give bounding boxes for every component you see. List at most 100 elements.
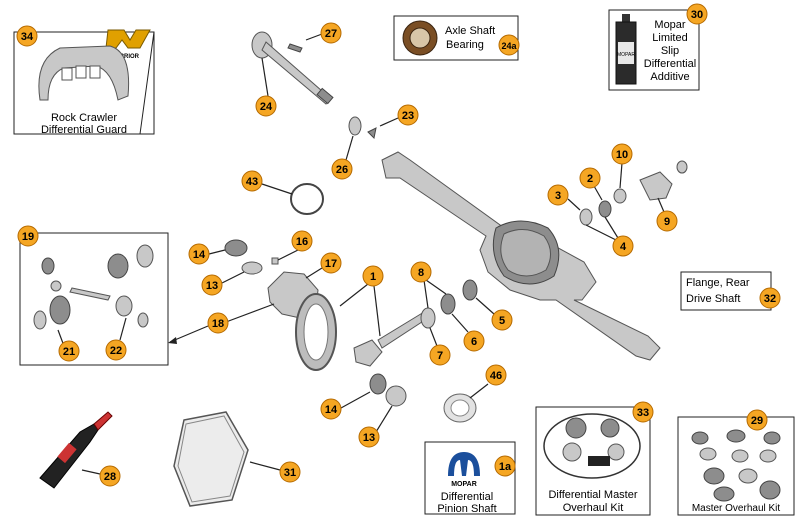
flange-rear-label: Flange, Rear	[686, 277, 750, 289]
svg-text:46: 46	[490, 370, 502, 382]
sealant-tube[interactable]: 28	[39, 411, 121, 489]
svg-text:5: 5	[499, 315, 505, 327]
overhaul-kit-parts	[543, 413, 641, 479]
svg-text:24: 24	[260, 101, 273, 113]
callout-3	[547, 184, 569, 206]
svg-text:WARRIOR: WARRIOR	[110, 54, 140, 60]
svg-text:17: 17	[325, 258, 337, 270]
flange-rear-driveshaft-box[interactable]: Flange, Rear Drive Shaft 32	[680, 271, 781, 311]
callout-29	[746, 409, 768, 431]
drive-shaft-label: Drive Shaft	[686, 293, 740, 305]
svg-text:34: 34	[21, 31, 34, 43]
carrier-bearing-group[interactable]: 14 13 16	[188, 230, 313, 296]
callout-33	[632, 401, 654, 423]
svg-text:29: 29	[751, 415, 763, 427]
callout-4	[612, 235, 634, 257]
svg-text:10: 10	[616, 149, 628, 161]
svg-text:43: 43	[246, 176, 258, 188]
callout-16	[291, 230, 313, 252]
callout-17	[320, 252, 342, 274]
pinion-shaft-label: Pinion Shaft	[437, 503, 496, 515]
callout-30	[686, 3, 708, 25]
svg-text:13: 13	[363, 432, 375, 444]
callout-22	[105, 339, 127, 361]
callout-34	[16, 25, 38, 47]
svg-text:18: 18	[212, 318, 224, 330]
callout-24	[255, 95, 277, 117]
callout-43	[241, 170, 263, 192]
limited-label: Limited	[652, 32, 687, 44]
callout-31	[279, 461, 301, 483]
svg-text:8: 8	[418, 267, 424, 279]
callout-32	[759, 287, 781, 309]
callout-5	[491, 309, 513, 331]
svg-text:27: 27	[325, 28, 337, 40]
svg-text:7: 7	[437, 350, 443, 362]
svg-text:23: 23	[402, 110, 414, 122]
callout-14b	[320, 398, 342, 420]
bearing-label: Bearing	[446, 39, 484, 51]
callout-18	[207, 312, 229, 334]
additive-label: Additive	[650, 71, 689, 83]
callout-6	[463, 330, 485, 352]
axle-seal-retainer[interactable]: 23 26	[331, 104, 419, 180]
mopar-additive-box[interactable]: MOPAR Mopar Limited Slip Differential Ad…	[608, 3, 708, 91]
pinion-bearing-group[interactable]: 3 2 10 4 9	[547, 143, 688, 257]
rock-crawler-guard-box[interactable]: WARRIOR Rock Crawler Differential Guard …	[13, 25, 155, 136]
svg-text:24a: 24a	[501, 41, 517, 51]
master-overhaul-kit-box[interactable]: Master Overhaul Kit 29	[677, 409, 795, 516]
overhaul-kit-label: Overhaul Kit	[563, 502, 624, 514]
lower-gear-bearing[interactable]: 14 13	[320, 373, 407, 448]
shim-ring[interactable]: 46	[443, 364, 507, 423]
callout-2	[579, 167, 601, 189]
callout-13a	[201, 274, 223, 296]
axle-shaft-assembly[interactable]: 27 24	[251, 22, 342, 117]
svg-text:MOPAR: MOPAR	[451, 481, 477, 488]
pinion-bearings-inner[interactable]: 8 5 6 7	[410, 261, 513, 366]
svg-text:19: 19	[22, 231, 34, 243]
differential-guard-label: Differential Guard	[41, 124, 127, 136]
callout-27	[320, 22, 342, 44]
mopar-label: Mopar	[654, 19, 686, 31]
svg-text:1a: 1a	[499, 461, 512, 473]
svg-text:6: 6	[471, 336, 477, 348]
differential-internals-box[interactable]: 21 22 19	[17, 225, 169, 366]
ring-and-pinion[interactable]: 1	[295, 265, 429, 371]
pinion-shaft-box[interactable]: MOPAR Differential Pinion Shaft 1a	[424, 441, 516, 515]
master-kit-parts	[691, 429, 781, 502]
svg-text:30: 30	[691, 9, 703, 21]
mopar-logo: MOPAR	[448, 452, 480, 488]
svg-text:14: 14	[325, 404, 338, 416]
diff-master-overhaul-box[interactable]: Differential Master Overhaul Kit 33	[535, 401, 654, 516]
callout-9	[656, 210, 678, 232]
svg-text:13: 13	[206, 280, 218, 292]
callout-10	[611, 143, 633, 165]
snap-ring[interactable]: 43	[241, 170, 324, 215]
master-overhaul-kit-label: Master Overhaul Kit	[692, 503, 781, 514]
svg-text:9: 9	[664, 216, 670, 228]
callout-21	[58, 340, 80, 362]
differential-cover[interactable]: 31	[173, 411, 301, 507]
differential-label: Differential	[441, 491, 493, 503]
axle-shaft-label: Axle Shaft	[445, 25, 495, 37]
axle-shaft-bearing-box[interactable]: Axle Shaft Bearing 24a	[393, 15, 520, 61]
callout-46	[485, 364, 507, 386]
svg-text:3: 3	[555, 190, 561, 202]
svg-text:1: 1	[370, 271, 376, 283]
axle-bearing-part	[402, 20, 438, 56]
callout-14a	[188, 243, 210, 265]
callout-8	[410, 261, 432, 283]
svg-text:21: 21	[63, 346, 75, 358]
svg-text:33: 33	[637, 407, 649, 419]
slip-label: Slip	[661, 45, 679, 57]
callout-7	[429, 344, 451, 366]
callout-26	[331, 158, 353, 180]
callout-28	[99, 465, 121, 487]
rock-crawler-label: Rock Crawler	[51, 112, 117, 124]
svg-text:4: 4	[620, 241, 627, 253]
svg-text:16: 16	[296, 236, 308, 248]
svg-text:28: 28	[104, 471, 116, 483]
axle-housing	[381, 151, 661, 361]
callout-1	[362, 265, 384, 287]
